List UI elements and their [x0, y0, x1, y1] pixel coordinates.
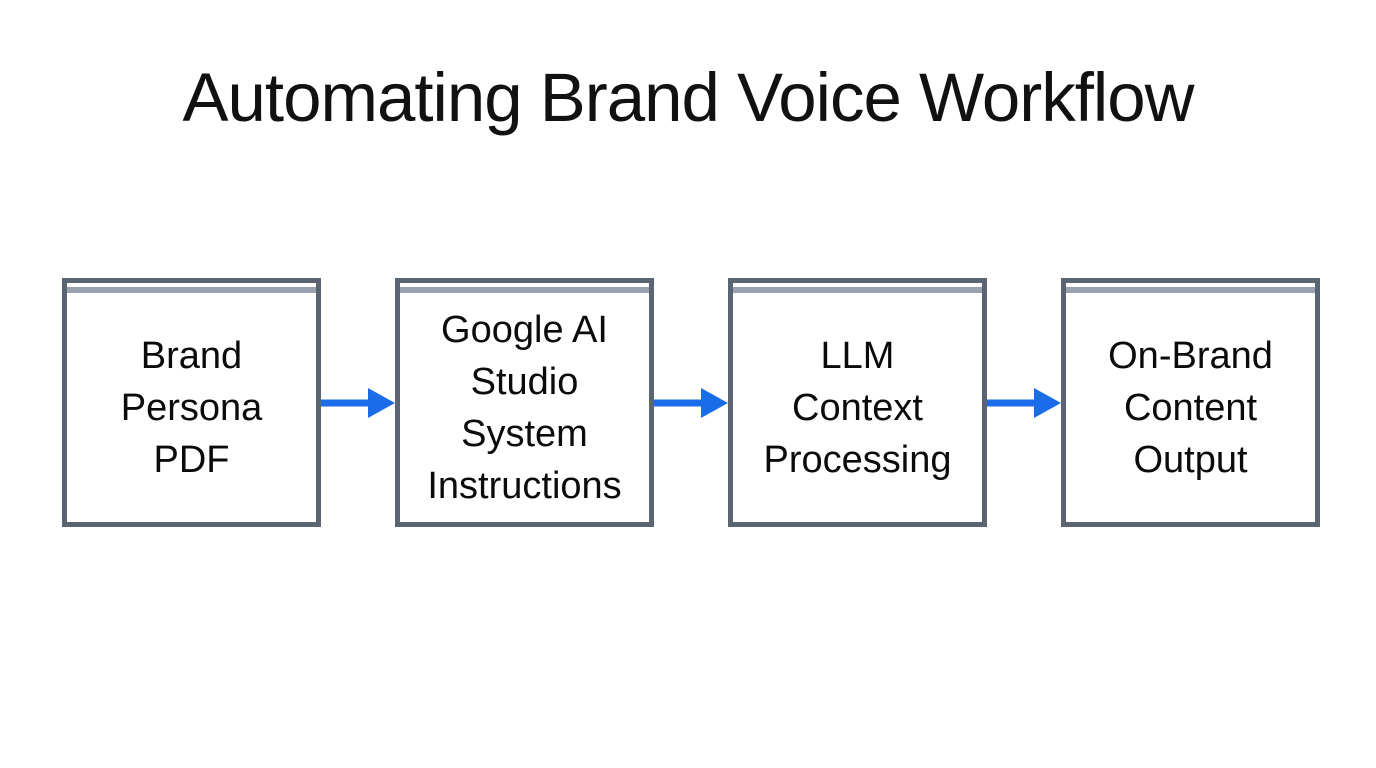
box-header-strip	[67, 287, 316, 293]
step-label-ai-studio-system-instructions: Google AI Studio System Instructions	[427, 308, 622, 507]
box-top-gap	[400, 283, 649, 287]
step-label-llm-context-processing: LLM Context Processing	[763, 334, 952, 481]
box-top-gap	[1066, 283, 1315, 287]
step-label-brand-persona-pdf: Brand Persona PDF	[120, 334, 263, 481]
flow-step-llm-context-processing: LLM Context Processing	[728, 278, 987, 527]
arrow-right-icon	[987, 387, 1061, 418]
box-header-strip	[1066, 287, 1315, 293]
box-header-strip	[733, 287, 982, 293]
box-header-strip	[400, 287, 649, 293]
flow-step-on-brand-content-output: On-Brand Content Output	[1061, 278, 1320, 527]
step-label-on-brand-content-output: On-Brand Content Output	[1108, 334, 1273, 481]
box-top-gap	[733, 283, 982, 287]
flow-step-ai-studio-system-instructions: Google AI Studio System Instructions	[395, 278, 654, 527]
flow-step-brand-persona-pdf: Brand Persona PDF	[62, 278, 321, 527]
box-top-gap	[67, 283, 316, 287]
flow-connector-2	[654, 278, 728, 527]
flow-connector-3	[987, 278, 1061, 527]
flow-connector-1	[321, 278, 395, 527]
flow-row: Brand Persona PDF Google AI Studio Syste…	[62, 278, 1320, 527]
arrow-right-icon	[654, 387, 728, 418]
arrow-right-icon	[321, 387, 395, 418]
page-title: Automating Brand Voice Workflow	[182, 59, 1195, 136]
